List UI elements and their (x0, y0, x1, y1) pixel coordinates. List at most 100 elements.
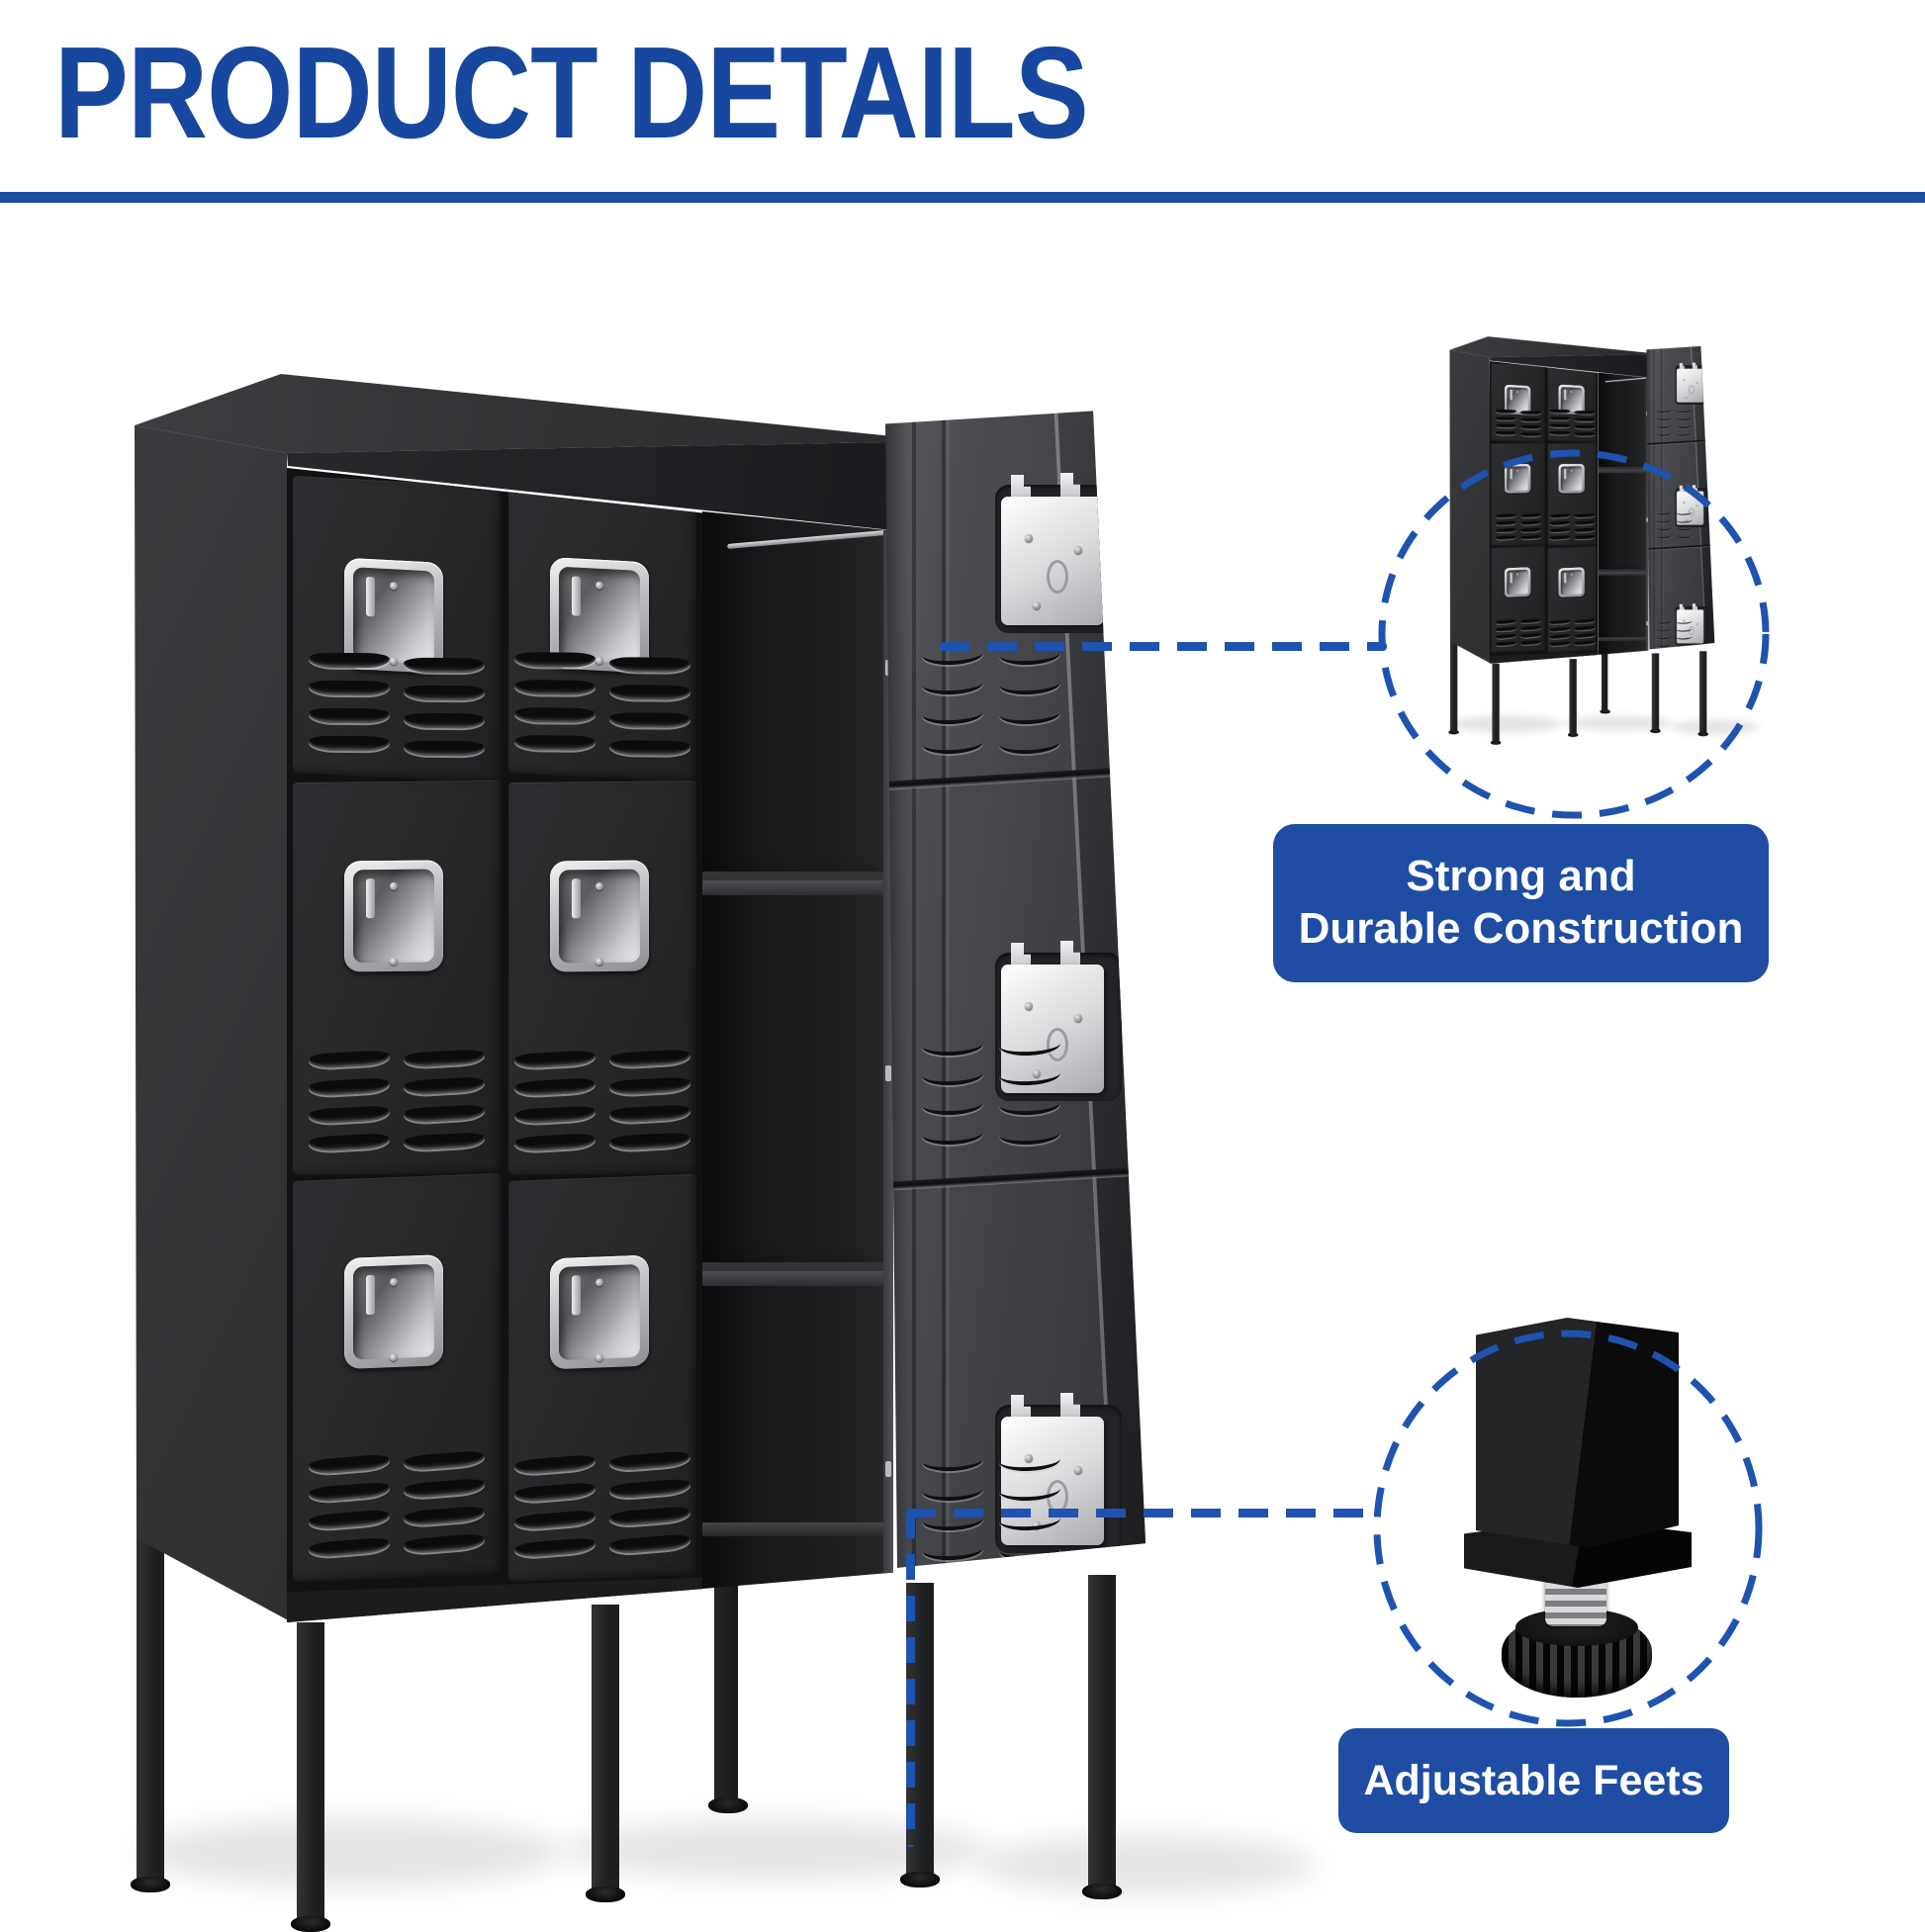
callout-connector-feet-horizontal (906, 1509, 1379, 1518)
floor-shadow (1450, 714, 1563, 734)
vent-louver (998, 1447, 1061, 1473)
vent-louver (998, 671, 1061, 696)
vent-louver (403, 1076, 486, 1096)
vent-louver (308, 1509, 391, 1531)
callout-label-construction: Strong and Durable Construction (1273, 824, 1769, 982)
vent-louver (513, 1536, 596, 1559)
vent-louver (403, 1132, 486, 1151)
vent-louver (308, 735, 391, 752)
hinge-icon (885, 1461, 891, 1477)
vent-louver (1574, 520, 1596, 526)
vent-louver (921, 671, 984, 696)
vent-louver (308, 707, 391, 724)
locker-door (1547, 546, 1598, 654)
vent-grille (1547, 512, 1597, 543)
vent-louver (1495, 633, 1517, 640)
locker-door (1491, 442, 1546, 547)
vent-louver (1655, 641, 1673, 648)
product-image-locker (99, 237, 1316, 1932)
mini-locker (1440, 301, 1760, 745)
vent-louver (1519, 411, 1542, 415)
vent-louver (403, 740, 486, 757)
locker-door (1491, 363, 1546, 444)
vent-louver (921, 1536, 984, 1562)
vent-louver (308, 1481, 391, 1504)
vent-louver (1495, 423, 1517, 428)
vent-louver (1574, 632, 1596, 639)
open-locker-door (1646, 345, 1715, 650)
vent-louver (921, 1447, 984, 1473)
locker-side-panel (135, 425, 292, 1622)
vent-louver (608, 1478, 691, 1500)
open-locker-compartment (702, 511, 893, 1589)
vent-louver (1676, 633, 1693, 640)
vent-louver (308, 1453, 391, 1476)
vent-louver (403, 1532, 486, 1555)
vent-louver (1676, 414, 1693, 421)
vent-louver (513, 652, 596, 668)
callout-label-line: Durable Construction (1298, 904, 1744, 953)
vent-louver (1548, 633, 1571, 640)
vent-grille (293, 650, 501, 772)
vent-louver (403, 712, 486, 729)
vent-louver (403, 657, 486, 674)
vent-grille (1547, 618, 1597, 650)
vent-louver (1574, 534, 1596, 541)
vent-louver (308, 680, 391, 696)
vent-louver (308, 652, 391, 669)
locker-door (293, 1172, 501, 1582)
vent-louver (921, 1121, 984, 1147)
construction-inset (1440, 301, 1760, 746)
locker-door (293, 476, 501, 784)
locker-leg (708, 1558, 748, 1813)
vent-louver (1655, 524, 1673, 531)
vent-louver (1676, 524, 1693, 531)
vent-louver (1655, 516, 1673, 523)
locker-shelf (702, 872, 885, 895)
adjustable-foot-inset (1454, 1316, 1701, 1731)
vent-grille (508, 1450, 696, 1570)
vent-louver (513, 1077, 596, 1097)
vent-louver (513, 1133, 596, 1152)
locker-leg (1082, 1575, 1122, 1899)
vent-louver (1519, 534, 1542, 540)
door-ridge (1661, 345, 1663, 650)
door-handle (550, 860, 649, 972)
vent-louver (1655, 617, 1673, 625)
door-handle (1504, 567, 1531, 598)
vent-louver (1495, 619, 1517, 625)
vent-louver (608, 712, 691, 728)
vent-louver (1548, 626, 1571, 633)
door-ridge (942, 411, 946, 1568)
vent-louver (998, 1061, 1061, 1087)
locker-front-face (287, 468, 702, 1622)
door-latch (995, 933, 1124, 1103)
locker-shelf (702, 1262, 885, 1286)
vent-louver (1495, 626, 1517, 633)
vent-grille (508, 1049, 696, 1163)
callout-connector-construction (940, 642, 1387, 651)
vent-louver (1548, 619, 1571, 625)
vent-louver (513, 1105, 596, 1125)
vent-louver (1676, 508, 1693, 516)
vent-louver (1676, 625, 1693, 632)
vent-louver (608, 685, 691, 700)
door-latch (995, 1385, 1124, 1555)
callout-label-line: Strong and (1406, 852, 1636, 901)
vent-louver (1495, 513, 1517, 519)
vent-louver (1574, 625, 1596, 632)
vent-louver (1548, 641, 1571, 647)
locker-door (508, 781, 696, 1175)
vent-louver (608, 1076, 691, 1096)
callout-label-feet: Adjustable Feets (1338, 1728, 1729, 1833)
locker-shelf (1598, 569, 1647, 576)
vent-grille (921, 641, 1070, 762)
vent-grille (921, 1032, 1070, 1152)
title-divider (0, 192, 1925, 203)
locker-leg (1567, 659, 1579, 737)
door-ridge (912, 411, 916, 1568)
vent-louver (1676, 516, 1693, 523)
vent-louver (1548, 520, 1571, 526)
vent-louver (403, 1505, 486, 1527)
locker-leg (1448, 640, 1459, 735)
